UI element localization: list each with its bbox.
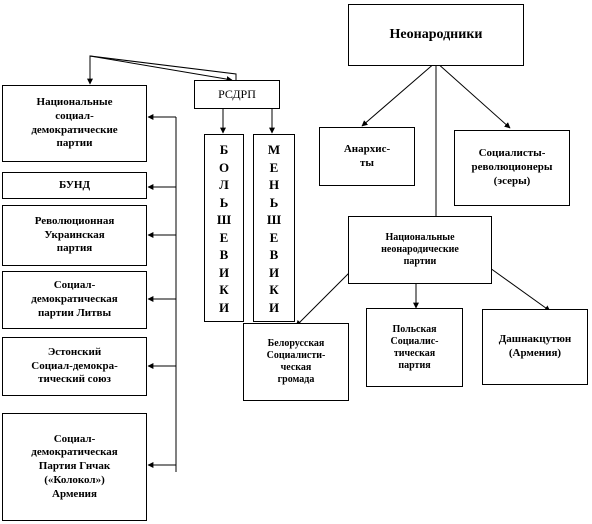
node-belarus: Белорусская Социалисти- ческая громада <box>243 323 349 401</box>
node-national-neo: Национальные неонародические партии <box>348 216 492 284</box>
connector-national-neo-to-dashnak <box>489 267 551 312</box>
node-dashnak: Дашнакцутюн (Армения) <box>482 309 588 385</box>
node-lithuania: Социал- демократическая партии Литвы <box>2 271 147 329</box>
node-estonia: Эстонский Социал-демокра- тический союз <box>2 337 147 396</box>
node-neonarodniki: Неонародники <box>348 4 524 66</box>
node-bund: БУНД <box>2 172 147 199</box>
node-anarchists: Анархис- ты <box>319 127 415 186</box>
node-rup: Революционная Украинская партия <box>2 205 147 266</box>
node-rsdrp: РСДРП <box>194 80 280 109</box>
node-esers: Социалисты- революционеры (эсеры) <box>454 130 570 206</box>
node-mensheviki: М Е Н Ь Ш Е В И К И <box>253 134 295 322</box>
node-polish: Польская Социалис- тическая партия <box>366 308 463 387</box>
node-gnchak: Социал- демократическая Партия Гнчак («К… <box>2 413 147 521</box>
connector-rsdrp-to-national-sd <box>87 55 237 85</box>
node-national-sd: Национальные социал- демократические пар… <box>2 85 147 162</box>
node-bolsheviki: Б О Л Ь Ш Е В И К И <box>204 134 244 322</box>
connector-national-neo-to-belarus <box>295 265 357 327</box>
connector-top-to-rsdrp <box>89 55 233 83</box>
connector-neo-to-anarchists <box>361 61 437 127</box>
connector-neo-to-esers <box>435 61 511 129</box>
